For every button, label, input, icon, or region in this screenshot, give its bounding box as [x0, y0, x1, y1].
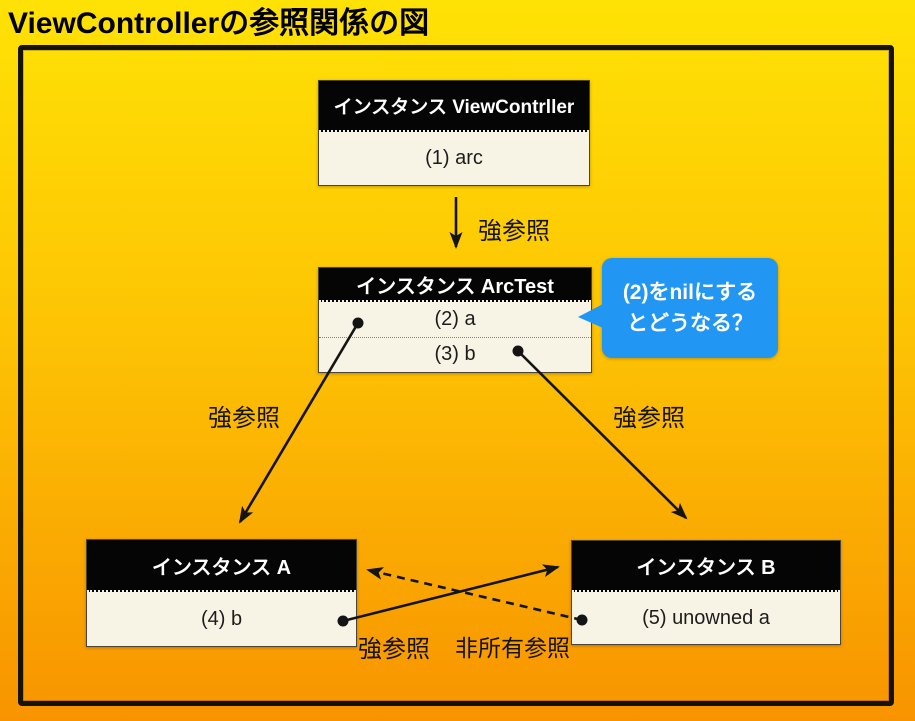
node-view-controller-row-arc: (1) arc [425, 147, 483, 169]
speech-bubble-line2: とどうなる？ [627, 312, 753, 335]
speech-bubble-tail-icon [578, 304, 603, 328]
edge-label-unowned-ref: 非所有参照 [455, 635, 570, 661]
speech-bubble: (2)をnilにする とどうなる？ [578, 258, 778, 358]
node-instance-a: インスタンス A (4) b [86, 539, 357, 647]
node-instance-b: インスタンス B (5) unowned a [571, 540, 841, 645]
node-arc-test-row-a: (2) a [434, 307, 476, 330]
node-instance-a-row-b: (4) b [200, 607, 243, 630]
edge-label-strong-ref-right: 強参照 [613, 405, 685, 432]
node-view-controller: インスタンス ViewContrller (1) arc [318, 80, 590, 186]
edge-label-strong-ref-top: 強参照 [478, 218, 550, 245]
edge-label-strong-ref-bottom: 強参照 [358, 636, 430, 663]
node-instance-a-header: インスタンス A [87, 540, 356, 592]
node-arc-test: インスタンス ArcTest (2) a (3) b [318, 267, 592, 373]
edge-label-strong-ref-left: 強参照 [208, 405, 280, 432]
node-instance-b-row-unowned-a: (5) unowned a [642, 606, 770, 629]
node-view-controller-header: インスタンス ViewContrller [319, 81, 589, 132]
page-title: ViewControllerの参照関係の図 [8, 7, 430, 40]
sketch-border-frame [18, 45, 894, 706]
node-arc-test-header: インスタンス ArcTest [319, 268, 591, 302]
node-arc-test-row-b: (3) b [319, 336, 591, 373]
speech-bubble-line1: (2)をnilにする [622, 281, 758, 304]
node-instance-b-header: インスタンス B [572, 541, 840, 592]
